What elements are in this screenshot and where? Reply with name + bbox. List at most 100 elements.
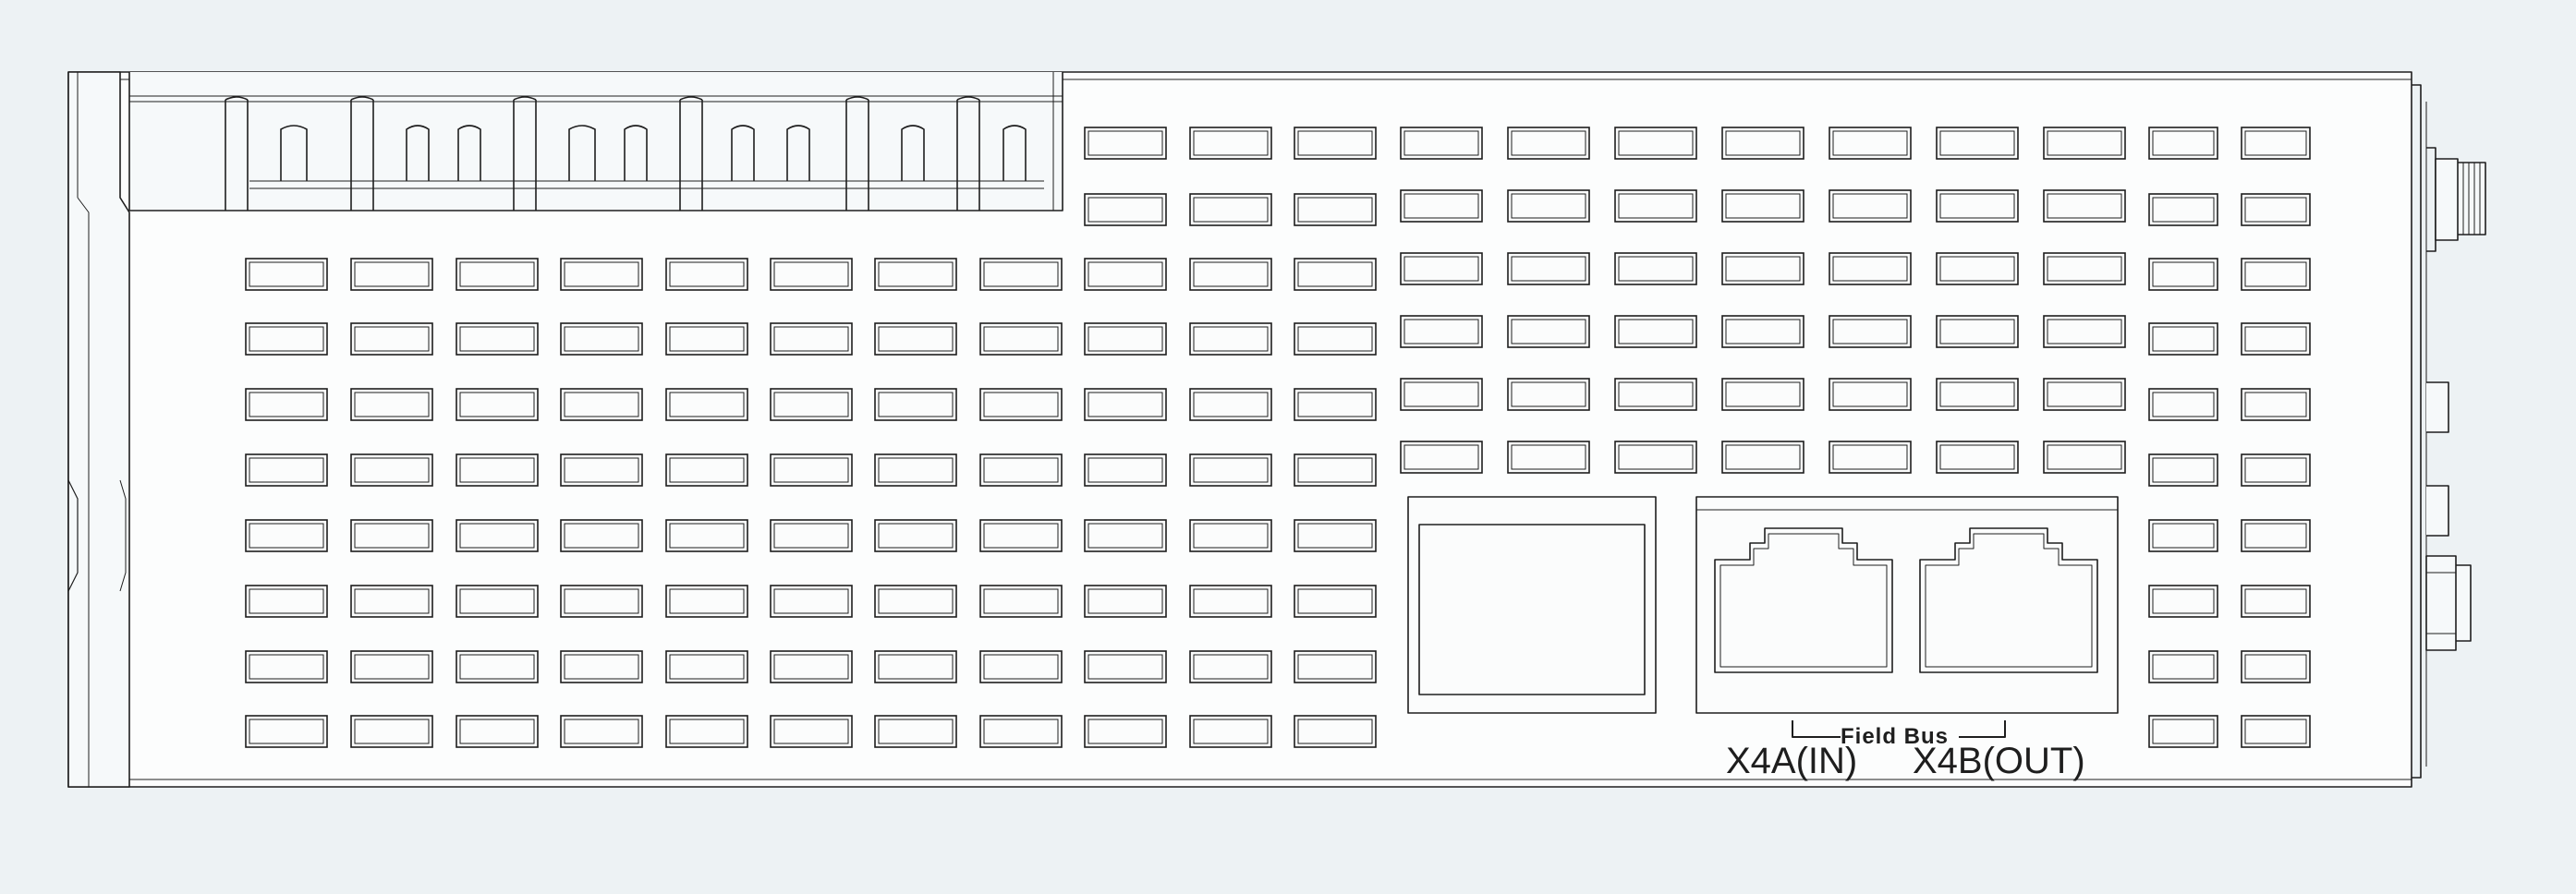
vent-slot-inner <box>354 261 430 287</box>
vent-slot-inner <box>1618 193 1694 219</box>
vent-slot-inner <box>1297 588 1373 614</box>
vent-slot-inner <box>878 326 954 352</box>
vent-slot-inner <box>1193 523 1269 549</box>
vent-slot-inner <box>983 523 1059 549</box>
vent-slot-inner <box>354 457 430 483</box>
vent-slot-inner <box>2244 261 2307 287</box>
vent-slot-inner <box>1618 256 1694 282</box>
vent-slot-inner <box>773 654 849 680</box>
vent-slot-inner <box>1088 130 1163 156</box>
vent-slot-inner <box>669 457 745 483</box>
vent-slot-inner <box>878 719 954 744</box>
vent-slot-inner <box>2047 193 2122 219</box>
vent-slot-inner <box>983 326 1059 352</box>
vent-slot-inner <box>1088 719 1163 744</box>
vent-slot-inner <box>249 326 324 352</box>
vent-slot-inner <box>564 326 639 352</box>
field-bus-bracket <box>1792 720 2006 738</box>
vent-slot-inner <box>1939 256 2015 282</box>
vent-slot-inner <box>669 588 745 614</box>
vent-slot-inner <box>1088 197 1163 223</box>
vent-slot-inner <box>1618 130 1694 156</box>
left-end-cap <box>67 71 130 788</box>
vent-slot-inner <box>564 588 639 614</box>
vent-slot-inner <box>249 719 324 744</box>
vent-slot-inner <box>773 523 849 549</box>
vent-slot-inner <box>249 261 324 287</box>
vent-slot-inner <box>2152 130 2215 156</box>
field-bus-label: Field Bus <box>1841 724 1950 749</box>
vent-slot-inner <box>1297 130 1373 156</box>
vent-slot-inner <box>983 457 1059 483</box>
vent-slot-inner <box>1511 130 1586 156</box>
vent-slot-inner <box>564 719 639 744</box>
vent-slot-inner <box>1725 256 1801 282</box>
vent-slot-inner <box>1403 381 1479 407</box>
vent-slot-inner <box>669 326 745 352</box>
vent-slot-inner <box>1088 654 1163 680</box>
vent-slot-inner <box>1297 654 1373 680</box>
vent-slot-inner <box>2152 588 2215 614</box>
vent-slot-inner <box>564 261 639 287</box>
vent-slot-inner <box>2244 523 2307 549</box>
vent-slot-inner <box>1403 256 1479 282</box>
vent-slot-inner <box>249 392 324 417</box>
port-x4a <box>1714 527 1893 673</box>
vent-slot-inner <box>1725 444 1801 470</box>
top-connector-block <box>128 72 1063 211</box>
vent-slot-inner <box>773 588 849 614</box>
vent-slot-inner <box>564 523 639 549</box>
vent-slot-inner <box>1088 392 1163 417</box>
vent-slot-inner <box>459 523 535 549</box>
display-window <box>1407 496 1657 714</box>
vent-slot-inner <box>878 588 954 614</box>
vent-slot-inner <box>2047 381 2122 407</box>
vent-slot-inner <box>459 392 535 417</box>
vent-slot-inner <box>2047 319 2122 344</box>
vent-slot-inner <box>1088 588 1163 614</box>
vent-slot-inner <box>564 654 639 680</box>
vent-slot-inner <box>1297 326 1373 352</box>
port-x4a-label: X4A(IN) <box>1726 741 1858 781</box>
vent-slot-inner <box>459 457 535 483</box>
vent-slot-inner <box>1297 457 1373 483</box>
vent-slot-inner <box>249 457 324 483</box>
vent-slot-inner <box>2244 130 2307 156</box>
vent-slot-inner <box>983 392 1059 417</box>
vent-slot-inner <box>2047 256 2122 282</box>
vent-slot-inner <box>1939 381 2015 407</box>
vent-slot-inner <box>249 588 324 614</box>
vent-slot-inner <box>1511 193 1586 219</box>
vent-slot-inner <box>773 326 849 352</box>
vent-slot-inner <box>1832 130 1908 156</box>
vent-slot-inner <box>459 654 535 680</box>
vent-slot-inner <box>1832 319 1908 344</box>
right-gland <box>2435 158 2486 241</box>
vent-slot-inner <box>2244 197 2307 223</box>
vent-slot-inner <box>564 392 639 417</box>
right-end-details <box>2412 84 2486 779</box>
vent-slot-inner <box>459 719 535 744</box>
vent-slot-inner <box>2244 457 2307 483</box>
vent-slot-inner <box>1832 256 1908 282</box>
vent-slot-inner <box>1511 381 1586 407</box>
vent-slot-inner <box>2152 197 2215 223</box>
vent-slot-inner <box>983 654 1059 680</box>
vent-slot-inner <box>878 261 954 287</box>
vent-slot-inner <box>878 392 954 417</box>
vent-slot-inner <box>2244 719 2307 744</box>
vent-slot-inner <box>1403 130 1479 156</box>
port-x4b <box>1919 527 2098 673</box>
vent-slot-inner <box>1725 130 1801 156</box>
vent-slot-inner <box>669 392 745 417</box>
vent-slot-inner <box>2152 719 2215 744</box>
vent-slot-inner <box>2244 588 2307 614</box>
vent-slot-inner <box>1939 193 2015 219</box>
vent-slot-inner <box>2152 523 2215 549</box>
vent-slot-inner <box>1193 130 1269 156</box>
vent-slot-inner <box>1939 444 2015 470</box>
vent-slot-inner <box>1403 444 1479 470</box>
vent-slot-inner <box>1193 588 1269 614</box>
